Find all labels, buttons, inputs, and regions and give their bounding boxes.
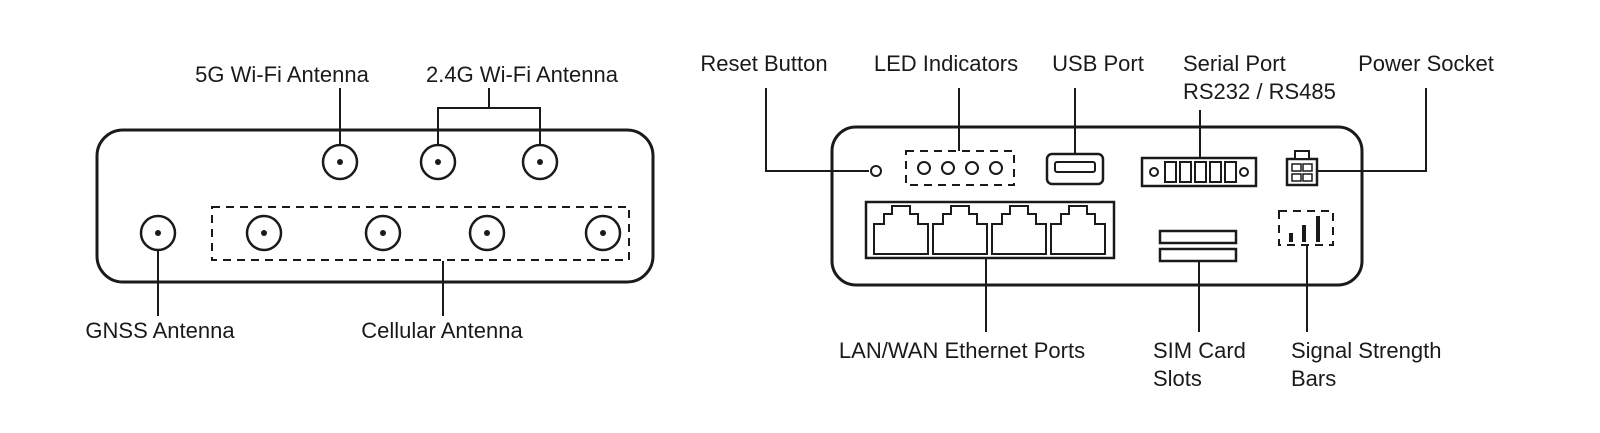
cellular-label: Cellular Antenna — [361, 318, 523, 343]
cellular-antenna-connector-2 — [364, 214, 402, 252]
sim-label-line1: SIM Card — [1153, 338, 1246, 363]
signal-label-line1: Signal Strength — [1291, 338, 1441, 363]
left-device-panel: 5G Wi-Fi Antenna 2.4G Wi-Fi Antenna GNSS… — [85, 62, 655, 343]
ethernet-label: LAN/WAN Ethernet Ports — [839, 338, 1085, 363]
serial-port-terminal — [1140, 156, 1258, 188]
sim-card-slots — [1158, 229, 1238, 263]
right-device-panel: Reset Button LED Indicators USB Port Ser… — [700, 51, 1493, 391]
reset-button-hole — [870, 165, 882, 177]
ethernet-ports — [864, 200, 1116, 260]
cellular-antenna-connector-4 — [584, 214, 622, 252]
reset-label: Reset Button — [700, 51, 827, 76]
reset-leader — [765, 88, 869, 172]
wifi-5g-antenna-connector — [321, 143, 359, 181]
wifi-24g-antenna-connector-1 — [419, 143, 457, 181]
wifi-24g-antenna-connector-2 — [521, 143, 559, 181]
wifi-24g-label: 2.4G Wi-Fi Antenna — [426, 62, 619, 87]
wifi-24g-leader — [437, 88, 541, 144]
cellular-antenna-group — [211, 206, 630, 261]
cellular-antenna-connector-3 — [468, 214, 506, 252]
led-label: LED Indicators — [874, 51, 1018, 76]
sim-label-line2: Slots — [1153, 366, 1202, 391]
led-indicators — [905, 150, 1015, 186]
power-socket — [1285, 150, 1319, 187]
gnss-antenna-connector — [139, 214, 177, 252]
left-device-body — [95, 128, 655, 284]
cellular-antenna-connector-1 — [245, 214, 283, 252]
gnss-label: GNSS Antenna — [85, 318, 235, 343]
signal-label-line2: Bars — [1291, 366, 1336, 391]
usb-label: USB Port — [1052, 51, 1144, 76]
power-leader — [1317, 88, 1427, 172]
serial-label-line1: Serial Port — [1183, 51, 1286, 76]
usb-port — [1045, 152, 1105, 186]
serial-label-line2: RS232 / RS485 — [1183, 79, 1336, 104]
wifi-5g-label: 5G Wi-Fi Antenna — [195, 62, 369, 87]
power-label: Power Socket — [1358, 51, 1494, 76]
